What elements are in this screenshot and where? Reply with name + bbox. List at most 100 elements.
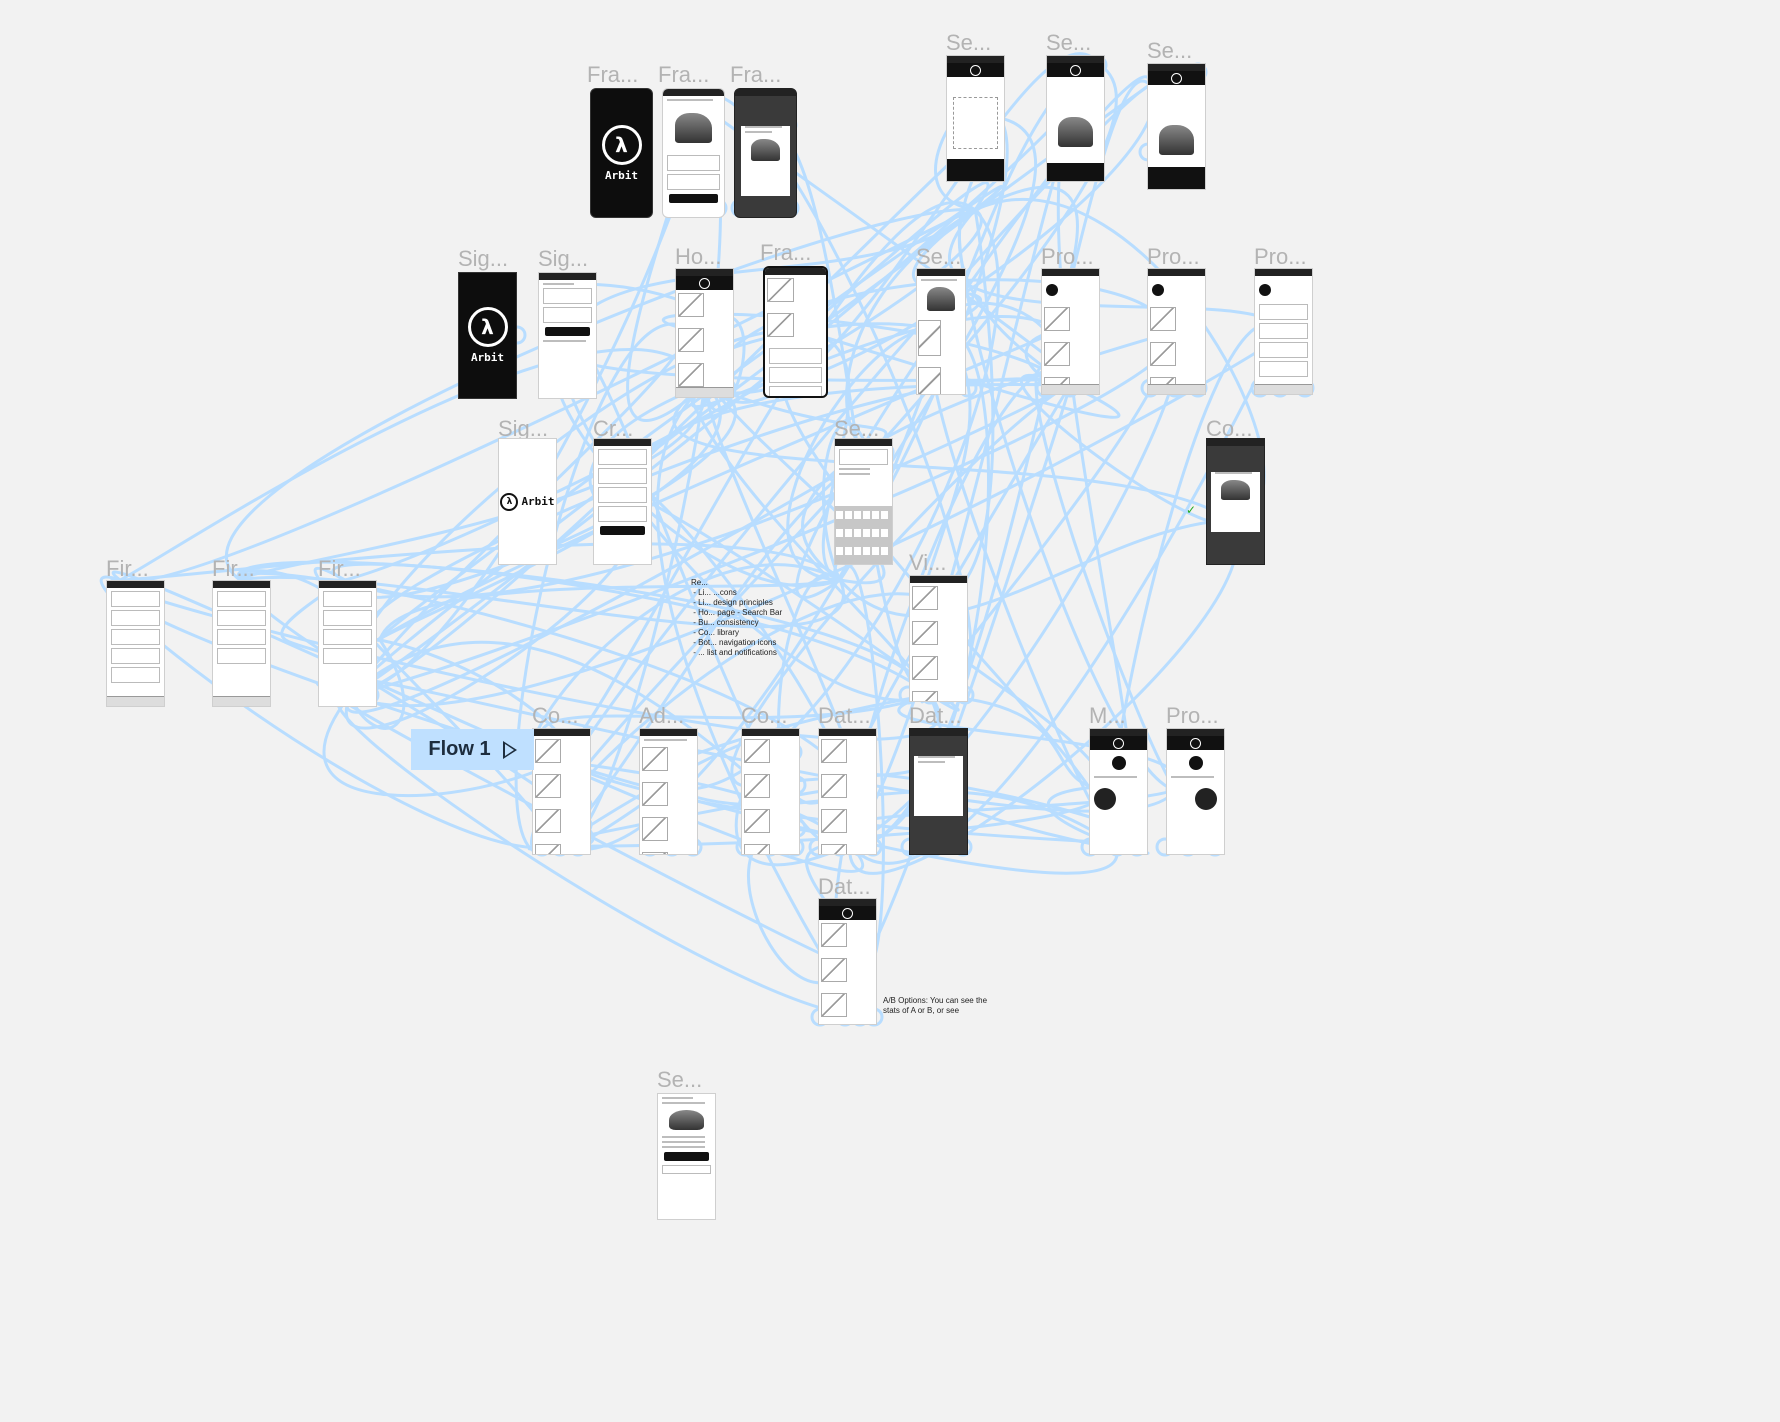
chart-tile[interactable] xyxy=(534,809,561,833)
chart-tile[interactable] xyxy=(1043,342,1070,366)
frame-title[interactable]: Se... xyxy=(1147,38,1193,63)
list-row[interactable] xyxy=(217,591,266,607)
chart-tile[interactable] xyxy=(743,739,770,763)
chart-tile[interactable] xyxy=(1149,342,1176,366)
input-field[interactable] xyxy=(598,449,647,465)
frame-title[interactable]: Pro... xyxy=(1041,244,1094,269)
frame-view-all[interactable] xyxy=(909,575,968,702)
frame-title[interactable]: Fra... xyxy=(658,62,710,87)
frame-title[interactable]: Fir... xyxy=(212,556,255,581)
bottom-nav[interactable] xyxy=(1148,384,1205,394)
frame-splash[interactable]: λ Arbit xyxy=(590,88,653,218)
chart-tile[interactable] xyxy=(911,586,938,610)
list-row[interactable] xyxy=(769,348,822,364)
frame-sign-splash[interactable]: λ Arbit xyxy=(458,272,517,399)
chart-tile[interactable] xyxy=(766,278,795,302)
frame-data[interactable] xyxy=(818,728,877,855)
list-row[interactable] xyxy=(769,367,822,383)
list-row[interactable] xyxy=(111,629,160,645)
bottom-nav[interactable] xyxy=(213,696,270,706)
frame-data-dark[interactable] xyxy=(909,728,968,855)
frame-title[interactable]: Dat... xyxy=(818,703,871,728)
frame-title[interactable]: Pro... xyxy=(1166,703,1219,728)
frame-title[interactable]: Pro... xyxy=(1147,244,1200,269)
frame-title[interactable]: Vi... xyxy=(909,550,947,575)
chart-tile[interactable] xyxy=(820,923,847,947)
list-row[interactable] xyxy=(111,648,160,664)
list-row[interactable] xyxy=(323,610,372,626)
frame-scan-shoe[interactable] xyxy=(1046,55,1105,182)
keyboard[interactable] xyxy=(835,506,892,564)
input-field[interactable] xyxy=(598,487,647,503)
list-row[interactable] xyxy=(217,629,266,645)
frame-sign-in[interactable] xyxy=(538,272,597,399)
frame-title[interactable]: Sig... xyxy=(538,246,589,271)
chart-tile[interactable] xyxy=(918,367,941,394)
list-row[interactable] xyxy=(323,648,372,664)
chart-tile[interactable] xyxy=(911,691,938,701)
list-row[interactable] xyxy=(323,629,372,645)
frame-sign-light[interactable]: λ Arbit xyxy=(498,438,557,565)
frame-product[interactable] xyxy=(662,88,725,218)
chart-tile[interactable] xyxy=(820,844,847,854)
chart-tile[interactable] xyxy=(641,747,668,771)
frame-search-keyboard[interactable] xyxy=(834,438,893,565)
list-row[interactable] xyxy=(1259,361,1308,377)
frame-title[interactable]: Ad... xyxy=(639,703,685,728)
frame-title[interactable]: Cr... xyxy=(593,416,634,441)
frame-my-profile[interactable] xyxy=(1089,728,1148,855)
frame-title[interactable]: Co... xyxy=(1206,416,1253,441)
frame-scan-shoe[interactable] xyxy=(1147,63,1206,190)
chart-tile[interactable] xyxy=(641,852,668,854)
frame-home[interactable] xyxy=(675,268,734,398)
chart-tile[interactable] xyxy=(677,328,704,352)
chart-tile[interactable] xyxy=(677,293,704,317)
frame-home-alt[interactable] xyxy=(763,266,828,398)
chart-tile[interactable] xyxy=(743,844,770,854)
chart-tile[interactable] xyxy=(911,621,938,645)
sign-in-button[interactable] xyxy=(545,327,590,336)
chart-tile[interactable] xyxy=(766,313,795,337)
chart-tile[interactable] xyxy=(911,656,938,680)
chart-tile[interactable] xyxy=(677,363,704,387)
chart-tile[interactable] xyxy=(1149,307,1176,331)
frame-title[interactable]: Se... xyxy=(916,244,962,269)
input-field[interactable] xyxy=(598,468,647,484)
input-field[interactable] xyxy=(543,307,592,323)
frame-data-ab[interactable] xyxy=(818,898,877,1025)
frame-search-detail[interactable] xyxy=(657,1093,716,1220)
frame-adidas[interactable] xyxy=(639,728,698,855)
frame-search-result[interactable] xyxy=(916,268,966,395)
frame-title[interactable]: Fra... xyxy=(587,62,639,87)
chart-tile[interactable] xyxy=(534,739,561,763)
frame-create-account[interactable] xyxy=(593,438,652,565)
frame-scan[interactable] xyxy=(946,55,1005,182)
input-field[interactable] xyxy=(543,288,592,304)
bottom-nav[interactable] xyxy=(1255,384,1312,394)
chart-tile[interactable] xyxy=(820,809,847,833)
frame-title[interactable]: Sig... xyxy=(498,416,549,441)
chart-tile[interactable] xyxy=(820,958,847,982)
chart-tile[interactable] xyxy=(743,809,770,833)
frame-tracker[interactable] xyxy=(106,580,165,707)
chart-tile[interactable] xyxy=(641,817,668,841)
list-row[interactable] xyxy=(111,610,160,626)
frame-notifications[interactable] xyxy=(212,580,271,707)
action-button[interactable] xyxy=(669,194,718,203)
chart-tile[interactable] xyxy=(918,320,941,356)
frame-title[interactable]: Fir... xyxy=(106,556,149,581)
frame-profile[interactable] xyxy=(1041,268,1100,395)
list-row[interactable] xyxy=(323,591,372,607)
frame-profile[interactable] xyxy=(1147,268,1206,395)
chart-tile[interactable] xyxy=(534,844,561,854)
list-row[interactable] xyxy=(111,667,160,683)
chart-tile[interactable] xyxy=(820,774,847,798)
chart-tile[interactable] xyxy=(820,739,847,763)
frame-title[interactable]: Se... xyxy=(834,416,880,441)
frame-title[interactable]: Fir... xyxy=(318,556,361,581)
search-input[interactable] xyxy=(839,449,888,465)
frame-title[interactable]: Co... xyxy=(741,703,788,728)
chart-tile[interactable] xyxy=(1043,307,1070,331)
submit-button[interactable] xyxy=(600,526,645,535)
